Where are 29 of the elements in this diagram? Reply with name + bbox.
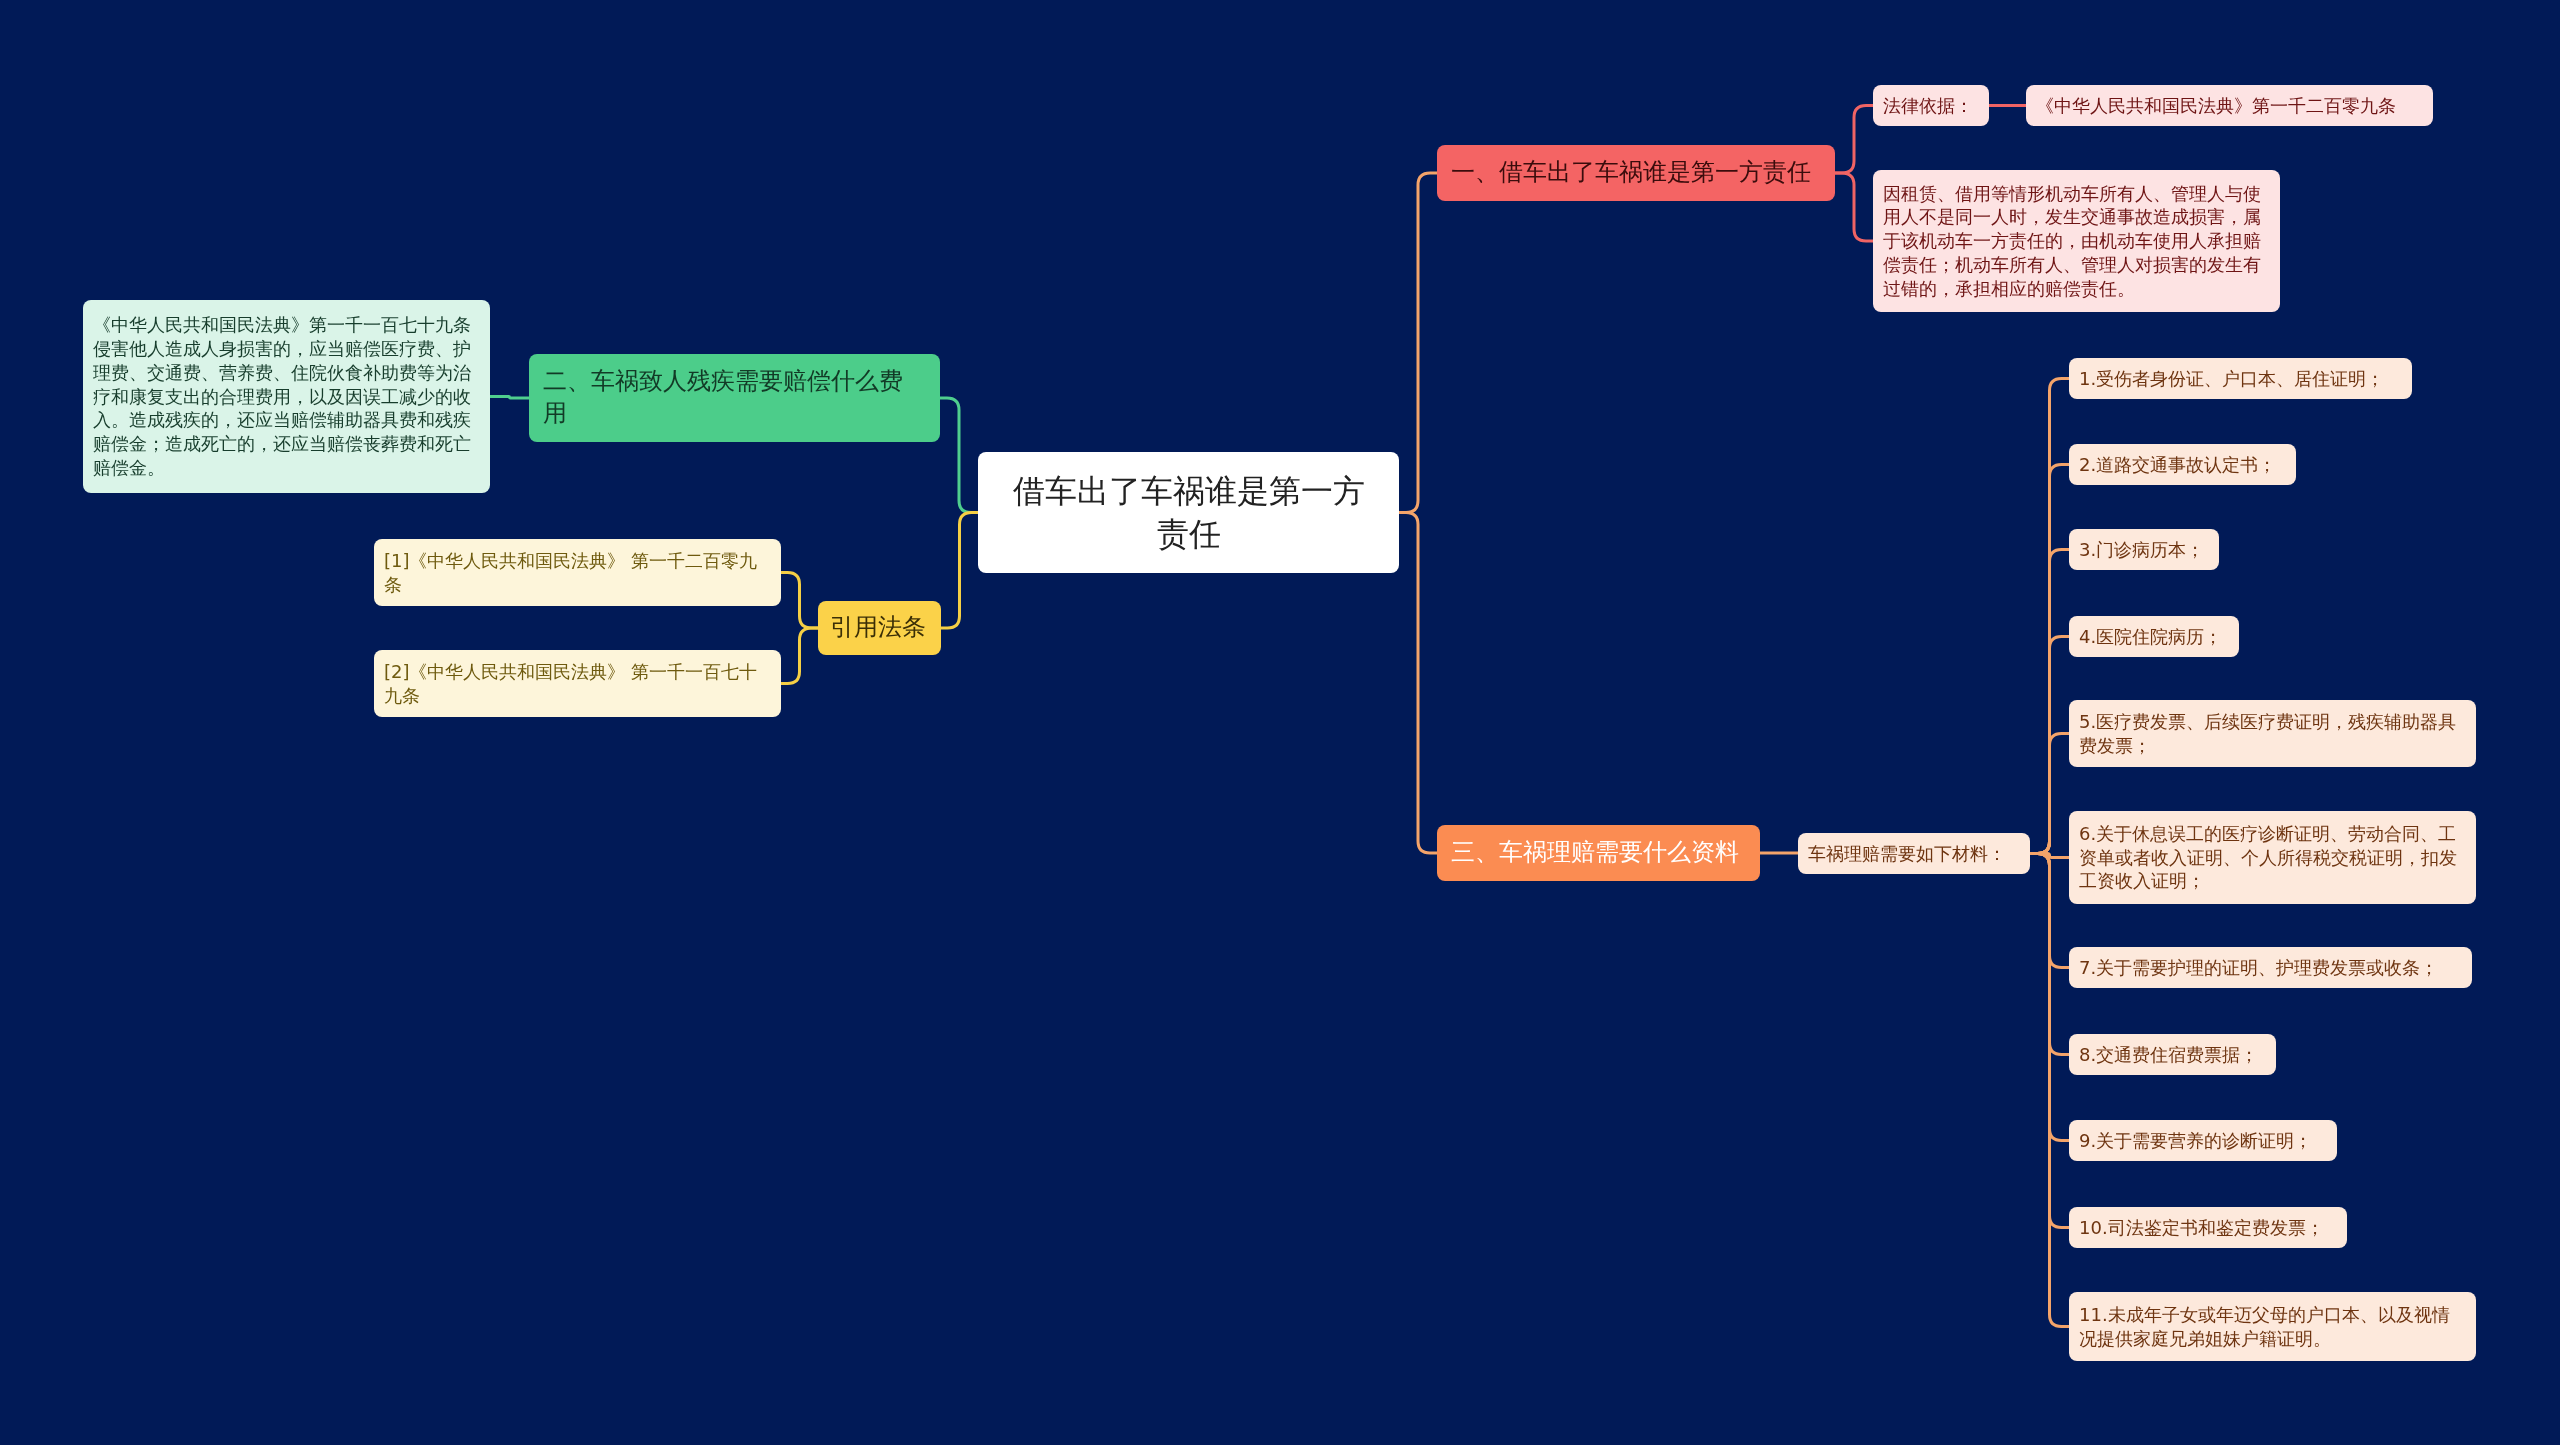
leaf-topic: [2]《中华人民共和国民法典》 第一千一百七十九条 (374, 650, 781, 717)
connector (2030, 852, 2069, 1328)
root-topic: 借车出了车祸谁是第一方责任 (978, 452, 1399, 573)
branch-topic: 二、车祸致人残疾需要赔偿什么费用 (529, 354, 940, 442)
leaf-topic: 7.关于需要护理的证明、护理费发票或收条； (2069, 947, 2472, 988)
leaf-topic: 5.医疗费发票、后续医疗费证明，残疾辅助器具费发票； (2069, 700, 2476, 767)
branch-topic: 一、借车出了车祸谁是第一方责任 (1437, 145, 1835, 201)
connector (781, 626, 818, 685)
leaf-topic: 11.未成年子女或年迈父母的户口本、以及视情况提供家庭兄弟姐妹户籍证明。 (2069, 1292, 2476, 1361)
leaf-topic: 法律依据： (1873, 85, 1989, 126)
connector (490, 395, 529, 400)
leaf-topic: 9.关于需要营养的诊断证明； (2069, 1120, 2337, 1161)
leaf-topic: 《中华人民共和国民法典》第一千一百七十九条侵害他人造成人身损害的，应当赔偿医疗费、护理费、交通费、营养费、住院伙食补助费等为治疗和康复支出的合理费用，以及因误工减少的收入。造成残疾的，还应当赔偿辅助器具费和残疾赔偿金；造成死亡的，还应当赔偿丧葬费和死亡赔偿金。 (83, 300, 490, 493)
leaf-topic: 《中华人民共和国民法典》第一千二百零九条 (2026, 85, 2433, 126)
leaf-topic: [1]《中华人民共和国民法典》 第一千二百零九条 (374, 539, 781, 606)
leaf-topic: 10.司法鉴定书和鉴定费发票； (2069, 1207, 2347, 1248)
leaf-topic: 因租赁、借用等情形机动车所有人、管理人与使用人不是同一人时，发生交通事故造成损害，属于该机动车一方责任的，由机动车使用人承担赔偿责任；机动车所有人、管理人对损害的发生有过错的，承担相应的赔偿责任。 (1873, 170, 2280, 312)
branch-topic: 三、车祸理赔需要什么资料 (1437, 825, 1760, 881)
connector (1760, 851, 1798, 855)
connector (941, 511, 978, 630)
leaf-topic: 3.门诊病历本； (2069, 529, 2219, 570)
leaf-topic: 4.医院住院病历； (2069, 616, 2239, 657)
leaf-topic: 1.受伤者身份证、户口本、居住证明； (2069, 358, 2412, 399)
leaf-topic: 2.道路交通事故认定书； (2069, 444, 2296, 485)
branch-topic: 引用法条 (818, 601, 941, 655)
leaf-topic: 车祸理赔需要如下材料： (1798, 833, 2030, 874)
leaf-topic: 6.关于休息误工的医疗诊断证明、劳动合同、工资单或者收入证明、个人所得税交税证明，扣发工资收入证明； (2069, 811, 2476, 904)
connector (1989, 104, 2026, 107)
leaf-topic: 8.交通费住宿费票据； (2069, 1034, 2276, 1075)
